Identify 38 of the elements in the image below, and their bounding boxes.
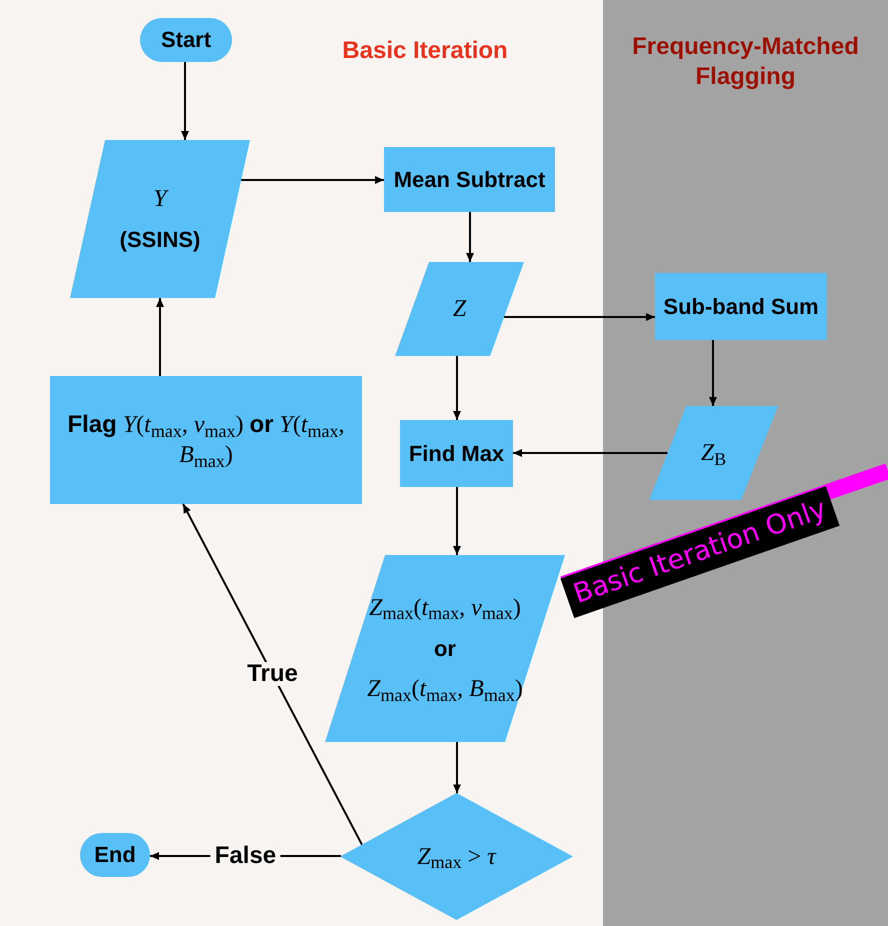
data-parallelogram bbox=[395, 262, 524, 356]
node-label: Z bbox=[452, 295, 466, 324]
node-label: Flag Y(t$_{max}$, ν$_{max}$) or Y(t$_{max}$, B$_{max}$) bbox=[66, 410, 346, 470]
arrow bbox=[513, 449, 668, 457]
data-parallelogram bbox=[649, 406, 778, 500]
section-title: Frequency-Matched Flagging bbox=[631, 32, 860, 92]
node-label: End bbox=[94, 841, 136, 869]
node-label: Sub-band Sum bbox=[663, 292, 819, 320]
arrow bbox=[453, 356, 461, 420]
process-box bbox=[400, 420, 513, 487]
arrow bbox=[453, 742, 461, 794]
arrow bbox=[241, 176, 384, 184]
process-box bbox=[50, 376, 362, 504]
arrow bbox=[182, 504, 363, 846]
node-label: Z$_{B}$ bbox=[700, 439, 726, 468]
arrow bbox=[181, 62, 189, 140]
section-title: Basic Iteration bbox=[341, 36, 509, 66]
process-box bbox=[655, 273, 827, 340]
data-parallelogram bbox=[70, 140, 250, 298]
terminal-pill bbox=[140, 18, 232, 62]
arrow bbox=[504, 313, 655, 321]
data-parallelogram bbox=[325, 555, 565, 742]
node-label: Mean Subtract bbox=[394, 166, 546, 194]
process-box bbox=[384, 147, 555, 212]
arrow bbox=[156, 298, 164, 376]
node-label: Y bbox=[153, 185, 167, 214]
node-label: Z$_{max}$(t$_{max}$, B$_{max}$) bbox=[367, 675, 523, 704]
arrow bbox=[453, 487, 461, 555]
node-label: Find Max bbox=[408, 440, 504, 468]
node-label: or bbox=[434, 634, 456, 662]
node-label: Z$_{max}$ > τ bbox=[417, 842, 496, 872]
node-label: Z$_{max}$(t$_{max}$, ν$_{max}$) bbox=[369, 594, 521, 623]
decision-diamond bbox=[340, 793, 573, 920]
node-label: (SSINS) bbox=[120, 226, 200, 254]
arrow bbox=[709, 340, 717, 406]
node-label: Start bbox=[160, 26, 212, 54]
arrow bbox=[466, 212, 474, 262]
terminal-pill bbox=[80, 833, 150, 877]
